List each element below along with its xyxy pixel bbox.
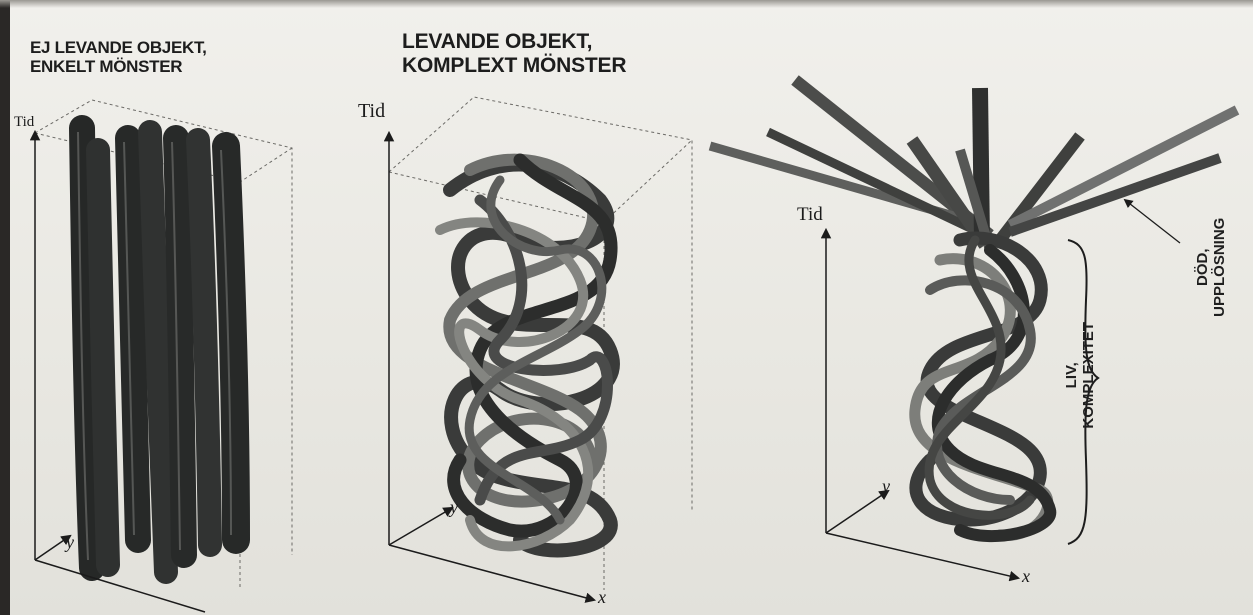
right-time-axis-label: Tid — [797, 204, 823, 226]
right-dispersing-strands — [710, 80, 1237, 250]
heading-living-line1: LEVANDE OBJEKT, — [402, 30, 626, 54]
life-label-line1: LIV, — [1063, 305, 1080, 445]
heading-living-line2: KOMPLEXT MÖNSTER — [402, 54, 626, 78]
left-time-axis-label: Tid — [14, 114, 34, 131]
death-pointer-arrow — [1125, 200, 1180, 243]
right-y-axis-label: y — [882, 476, 890, 497]
heading-non-living-line1: EJ LEVANDE OBJEKT, — [30, 38, 207, 57]
middle-x-axis-label: x — [598, 587, 606, 608]
middle-tangled-tubes — [440, 160, 613, 551]
life-complexity-label: LIV, KOMPLEXITET — [1063, 305, 1098, 445]
left-y-axis-label: y — [66, 532, 74, 553]
middle-time-axis-label: Tid — [358, 100, 385, 123]
left-straight-tubes — [82, 128, 236, 572]
death-label-line2: UPPLÖSNING — [1211, 192, 1228, 342]
life-label-line2: KOMPLEXITET — [1080, 305, 1097, 445]
heading-non-living-line2: ENKELT MÖNSTER — [30, 57, 207, 76]
right-x-axis-label: x — [1022, 566, 1030, 587]
right-tangled-tubes — [915, 238, 1050, 536]
death-dissolution-label: DÖD, UPPLÖSNING — [1194, 192, 1229, 342]
heading-living: LEVANDE OBJEKT, KOMPLEXT MÖNSTER — [402, 30, 626, 77]
middle-y-axis-label: y — [450, 497, 458, 518]
heading-non-living: EJ LEVANDE OBJEKT, ENKELT MÖNSTER — [30, 38, 207, 76]
death-label-line1: DÖD, — [1194, 192, 1211, 342]
